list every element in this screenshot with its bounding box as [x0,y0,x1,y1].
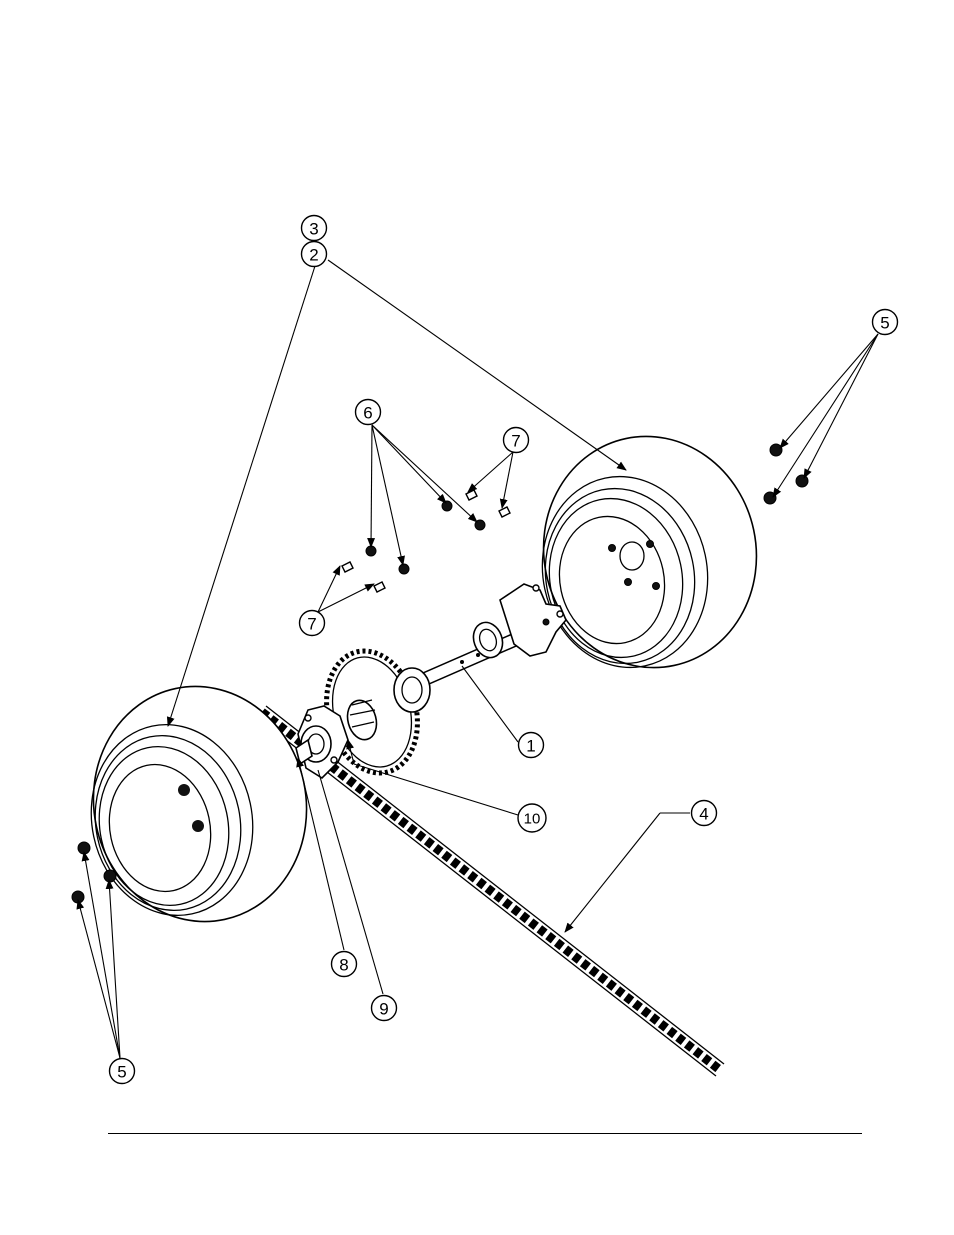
left-bearing-flange [296,706,348,778]
callout-4: 4 [692,801,717,826]
right-wheel [522,416,778,687]
right-bearing-flange [469,584,566,662]
callout-2-label: 2 [309,246,318,265]
callout-10-label: 10 [524,811,541,828]
callout-1-label: 1 [526,737,535,756]
callout-9-label: 9 [379,1000,388,1019]
callout-6-label: 6 [363,404,372,423]
callout-7-left-label: 7 [307,615,316,634]
callout-7-left: 7 [300,611,325,636]
callout-8-label: 8 [339,956,348,975]
callout-2: 2 [302,242,327,267]
callout-7-top-label: 7 [511,432,520,451]
callout-7-top: 7 [504,428,529,453]
callout-5-left: 5 [110,1059,135,1084]
callout-5-right-label: 5 [880,314,889,333]
callout-1: 1 [519,733,544,758]
callout-3: 3 [302,216,327,241]
callout-6: 6 [356,400,381,425]
callout-9: 9 [372,996,397,1021]
callout-5-right: 5 [873,310,898,335]
callout-3-label: 3 [309,220,318,239]
callout-10: 10 [518,804,546,832]
callout-4-label: 4 [699,805,708,824]
footer-rule [108,1133,862,1134]
callout-5-left-label: 5 [117,1063,126,1082]
callout-8: 8 [332,952,357,977]
